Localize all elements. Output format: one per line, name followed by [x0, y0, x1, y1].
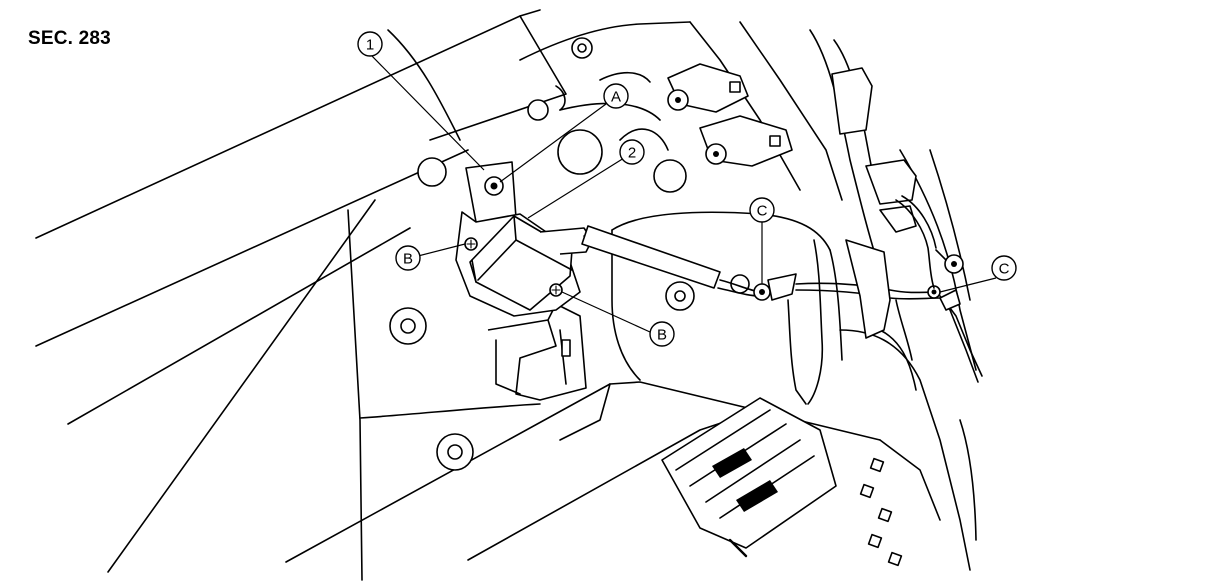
callout-c-center: C	[749, 197, 775, 223]
callout-c-center-label: C	[757, 203, 768, 220]
callout-a: A	[603, 83, 629, 109]
callout-b-right-label: B	[657, 327, 667, 344]
callout-c-right: C	[991, 255, 1017, 281]
lower-connector	[661, 397, 837, 558]
callout-b-right: B	[649, 321, 675, 347]
sensor-module-body	[464, 215, 593, 311]
callout-2: 2	[619, 139, 645, 165]
wire-harness	[581, 195, 983, 383]
vertical-hoses	[787, 239, 913, 405]
callout-2-label: 2	[628, 145, 636, 162]
panel-holes	[389, 37, 750, 471]
callout-1: 1	[357, 31, 383, 57]
callout-c-right-label: C	[999, 261, 1010, 278]
callout-1-label: 1	[366, 37, 374, 54]
callout-a-label: A	[611, 89, 621, 106]
lower-bracket	[487, 303, 587, 401]
vent-squares	[859, 457, 903, 567]
upper-clips	[667, 63, 917, 233]
callout-leaders	[369, 53, 997, 333]
body-panel-structure	[35, 9, 977, 581]
callout-b-left: B	[395, 245, 421, 271]
callout-b-left-label: B	[403, 251, 413, 268]
section-label: SEC. 283	[28, 28, 111, 49]
